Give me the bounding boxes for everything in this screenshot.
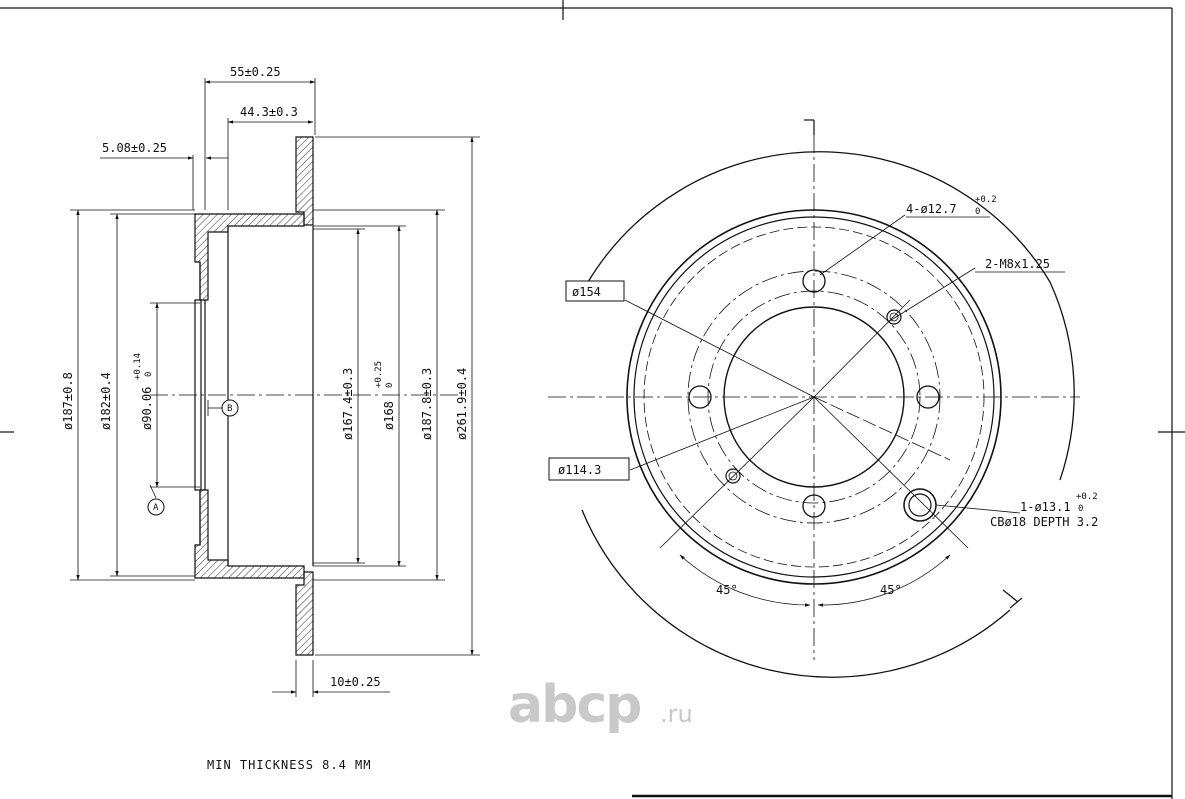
dim-dia-168-tol-upper: +0.25 bbox=[374, 361, 384, 388]
outer-arc-top bbox=[587, 151, 1051, 283]
rotor-band-top bbox=[295, 136, 314, 226]
side-section-view bbox=[194, 136, 314, 656]
dim-dia-90-06-tol-lower: 0 bbox=[144, 372, 154, 377]
dim-dia-168-tol-lower: 0 bbox=[385, 383, 395, 388]
dim-dia-187-8: ø187.8±0.3 bbox=[420, 368, 434, 440]
side-dimension-labels: 55±0.25 44.3±0.3 5.08±0.25 10±0.25 ø187±… bbox=[61, 65, 469, 689]
dim-cb-hole: 1-ø13.1 bbox=[1020, 500, 1071, 514]
front-dimension-labels: 4-ø12.7 +0.2 0 2-M8x1.25 ø154 ø114.3 1-ø… bbox=[548, 195, 1098, 597]
marker-a: A bbox=[153, 503, 159, 513]
dim-5-08: 5.08±0.25 bbox=[102, 141, 167, 155]
pcd-114-box bbox=[548, 457, 630, 481]
dim-cb-depth: CBø18 DEPTH 3.2 bbox=[990, 515, 1098, 529]
dim-dia-182: ø182±0.4 bbox=[99, 372, 113, 430]
hat-wall-top bbox=[194, 213, 305, 301]
angle-right: 45° bbox=[880, 583, 902, 597]
dim-threads: 2-M8x1.25 bbox=[985, 257, 1050, 271]
dim-bolt-holes-tol-upper: +0.2 bbox=[975, 195, 997, 205]
dim-dia-261-9: ø261.9±0.4 bbox=[455, 368, 469, 440]
dim-cb-hole-tol-upper: +0.2 bbox=[1076, 492, 1098, 502]
view-markers: A B bbox=[147, 399, 239, 516]
dim-dia-90-06-tol-upper: +0.14 bbox=[133, 353, 143, 380]
marker-b-circle bbox=[221, 399, 239, 417]
dim-bolt-holes: 4-ø12.7 bbox=[906, 202, 957, 216]
pcd-154-box bbox=[565, 280, 625, 302]
watermark-brand: abcp bbox=[508, 675, 640, 735]
dim-pcd-154: ø154 bbox=[572, 285, 601, 299]
dim-bolt-holes-tol-lower: 0 bbox=[975, 207, 980, 217]
marker-b: B bbox=[227, 404, 232, 414]
hat-wall-bottom bbox=[194, 489, 305, 579]
dim-dia-90-06: ø90.06 bbox=[140, 387, 154, 430]
dim-pcd-114-3: ø114.3 bbox=[558, 463, 601, 477]
thread-hole-upper bbox=[886, 309, 902, 325]
dim-cb-hole-tol-lower: 0 bbox=[1078, 504, 1083, 514]
watermark-tld: .ru bbox=[660, 700, 693, 728]
dim-dia-187: ø187±0.8 bbox=[61, 372, 75, 430]
outer-arc-bottom bbox=[581, 509, 1011, 678]
dim-55: 55±0.25 bbox=[230, 65, 281, 79]
side-dimensions bbox=[70, 78, 480, 697]
front-view bbox=[548, 119, 1080, 678]
min-thickness-note: MIN THICKNESS 8.4 MM bbox=[207, 758, 372, 772]
dim-10: 10±0.25 bbox=[330, 675, 381, 689]
watermark-logo: abcp .ru bbox=[508, 675, 693, 735]
dim-44-3: 44.3±0.3 bbox=[240, 105, 298, 119]
rotor-band-bottom bbox=[295, 571, 314, 656]
thread-hole-lower bbox=[725, 468, 741, 484]
dim-dia-167-4: ø167.4±0.3 bbox=[341, 368, 355, 440]
marker-a-circle bbox=[147, 498, 165, 516]
angle-left: 45° bbox=[716, 583, 738, 597]
dim-dia-168: ø168 bbox=[382, 401, 396, 430]
